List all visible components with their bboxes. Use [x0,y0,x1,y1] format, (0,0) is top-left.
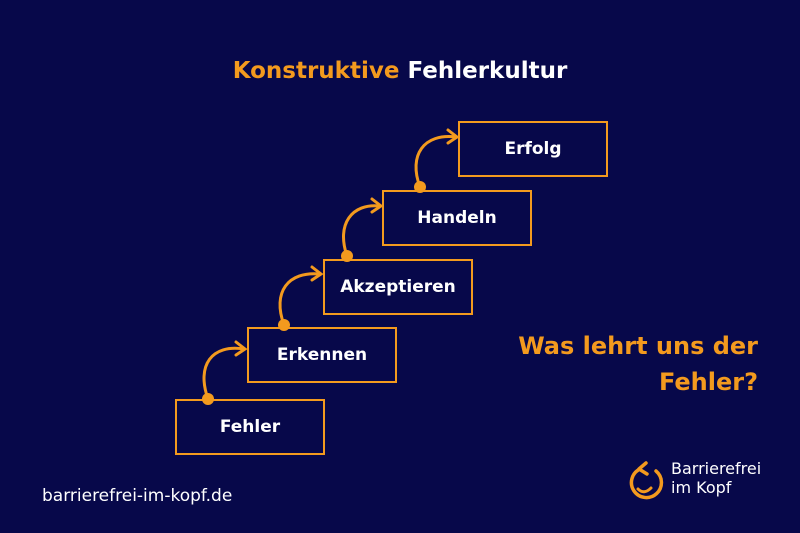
step-erfolg: Erfolg [458,121,608,177]
logo: Barrierefrei im Kopf [622,455,792,505]
arrow-head-3 [370,197,384,214]
title-main: Fehlerkultur [407,58,568,84]
logo-icon [629,461,664,500]
arrow-head-4 [446,128,460,145]
step-akzeptieren: Akzeptieren [323,259,473,315]
logo-line-2: im Kopf [671,478,732,497]
arrow-2 [278,272,322,327]
step-handeln: Handeln [382,190,532,246]
step-fehler: Fehler [175,399,325,455]
question-line-1: Was lehrt uns der [518,332,758,360]
arrow-1 [202,346,246,401]
question: Was lehrt uns der Fehler? [518,328,758,400]
page-title: Konstruktive Fehlerkultur [0,58,800,84]
arrow-4 [414,135,458,189]
question-line-2: Fehler? [658,368,758,396]
step-erkennen: Erkennen [247,327,397,383]
arrow-head-2 [310,265,324,282]
website-link[interactable]: barrierefrei-im-kopf.de [42,486,233,506]
arrow-3 [342,204,382,258]
arrow-head-1 [234,340,248,357]
title-accent: Konstruktive [232,58,400,84]
logo-line-1: Barrierefrei [671,459,762,478]
